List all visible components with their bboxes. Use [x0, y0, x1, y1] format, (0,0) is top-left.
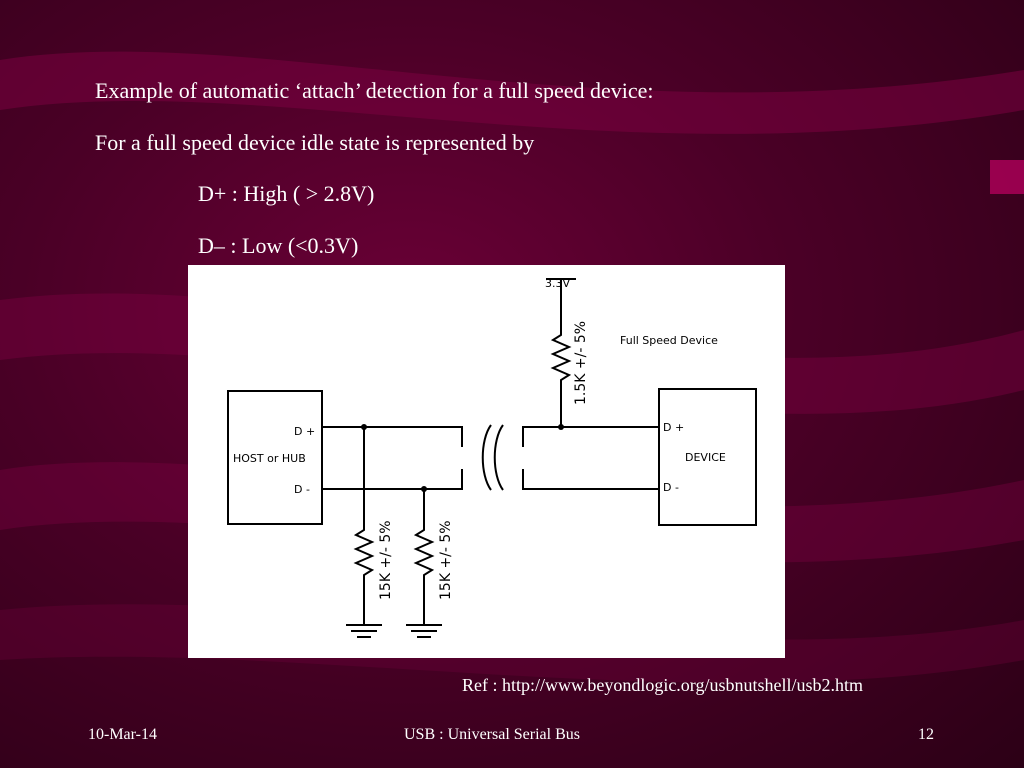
reference-link[interactable]: Ref : http://www.beyondlogic.org/usbnuts… [462, 675, 863, 695]
intro-line: For a full speed device idle state is re… [95, 130, 535, 155]
heading-line: Example of automatic ‘attach’ detection … [95, 78, 654, 103]
dplus-wire-right [522, 426, 659, 447]
junction-dot [558, 424, 564, 430]
pulldown-resistor-1-label: 15K +/- 5% [378, 520, 394, 600]
supply-label: 3.3V [545, 277, 570, 290]
footer-title: USB : Universal Serial Bus [404, 726, 580, 743]
junction-dot [421, 486, 427, 492]
pullup-resistor-label: 1.5K +/- 5% [573, 321, 589, 405]
footer-date: 10-Mar-14 [88, 726, 157, 743]
device-caption: Full Speed Device [620, 334, 718, 347]
footer-page-number: 12 [918, 726, 934, 743]
circuit-svg: 3.3V Full Speed Device 1.5K +/- 5% 15K +… [227, 277, 757, 638]
junction-dot [361, 424, 367, 430]
pulldown-resistor-2-label: 15K +/- 5% [438, 520, 454, 600]
device-label: DEVICE [685, 451, 726, 464]
dminus-state-line: D– : Low (<0.3V) [198, 233, 359, 258]
device-dplus-label: D + [663, 421, 684, 434]
host-box [227, 390, 323, 525]
pullup-resistor [550, 279, 572, 427]
circuit-diagram: 3.3V Full Speed Device 1.5K +/- 5% 15K +… [188, 265, 785, 658]
device-box [658, 388, 757, 526]
pulldown-resistor-2 [413, 489, 435, 615]
host-dplus-label: D + [294, 425, 315, 438]
cable-break-left [481, 424, 492, 491]
dplus-state-line: D+ : High ( > 2.8V) [198, 181, 375, 206]
host-label: HOST or HUB [233, 452, 306, 465]
cable-break-right [493, 424, 504, 491]
dminus-wire-right [522, 469, 659, 490]
pulldown-resistor-1 [353, 427, 375, 615]
dminus-wire-left [322, 469, 463, 490]
dplus-wire-left [322, 426, 463, 447]
host-dminus-label: D - [294, 483, 310, 496]
device-dminus-label: D - [663, 481, 679, 494]
